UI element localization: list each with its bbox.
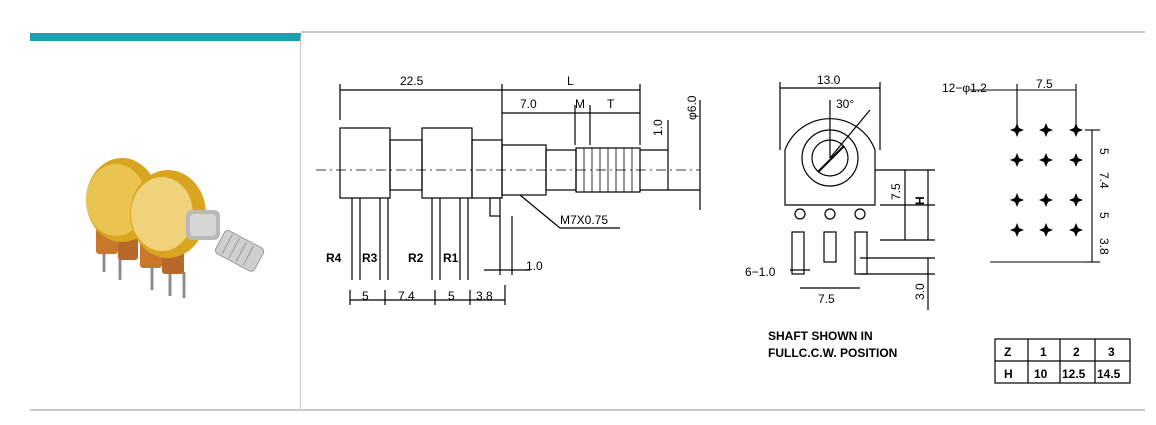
top-rule xyxy=(301,31,1145,33)
row-spacing-1: 5 xyxy=(1097,148,1111,155)
table-row-14-5: 14.5 xyxy=(1097,367,1121,381)
terminal-r1-label: R1 xyxy=(443,251,459,265)
pcb-layout-drawing xyxy=(970,84,1100,263)
height-center-label: 7.5 xyxy=(889,183,903,200)
pcb-hole xyxy=(1039,193,1053,207)
row-spacing-2: 7.4 xyxy=(1097,172,1111,189)
terminal-r4-label: R4 xyxy=(326,251,342,265)
pitch-1-label: 5 xyxy=(362,289,369,303)
front-view-drawing xyxy=(316,84,701,305)
shaft-dia-label: φ6.0 xyxy=(685,95,699,120)
angle-label: 30° xyxy=(836,97,854,111)
caption-line-1: SHAFT SHOWN IN xyxy=(768,329,873,343)
pitch-4-label: 3.8 xyxy=(476,289,493,303)
pcb-hole xyxy=(1039,223,1053,237)
table-header-3: 3 xyxy=(1108,345,1115,359)
pitch-3-label: 5 xyxy=(448,289,455,303)
pcb-hole xyxy=(1069,153,1083,167)
pin-length-label: 3.0 xyxy=(913,283,927,300)
side-view-labels: 13.0 30° 7.5 H 6−1.0 7.5 3.0 SHAFT SHOWN… xyxy=(745,73,927,360)
potentiometer-photo xyxy=(86,158,265,298)
flat-label: 1.0 xyxy=(651,119,665,136)
pcb-hole xyxy=(1010,193,1024,207)
col-spacing-label: 7.5 xyxy=(1036,77,1053,91)
segment-7-label: 7.0 xyxy=(520,97,537,111)
length-label: L xyxy=(567,74,574,88)
pitch-2-label: 7.4 xyxy=(398,289,415,303)
bottom-rule xyxy=(30,409,1145,411)
segment-t-label: T xyxy=(607,97,615,111)
side-view-drawing xyxy=(779,82,935,310)
terminal-r3-label: R3 xyxy=(362,251,378,265)
pcb-hole xyxy=(1010,153,1024,167)
pcb-layout-labels: 12−φ1.2 7.5 5 7.4 5 3.8 xyxy=(942,77,1111,255)
pcb-hole xyxy=(1039,153,1053,167)
pcb-hole xyxy=(1069,223,1083,237)
table-row-h: H xyxy=(1004,367,1013,381)
row-spacing-3: 5 xyxy=(1097,212,1111,219)
pcb-hole xyxy=(1010,123,1024,137)
table-header-1: 1 xyxy=(1040,345,1047,359)
pin-spacing-label: 7.5 xyxy=(818,292,835,306)
pcb-hole xyxy=(1069,193,1083,207)
product-photo-panel xyxy=(30,33,301,410)
tab-offset-label: 1.0 xyxy=(526,259,543,273)
pcb-holes xyxy=(1010,123,1083,237)
pin-width-label: 6−1.0 xyxy=(745,265,776,279)
hole-spec-label: 12−φ1.2 xyxy=(942,81,987,95)
pcb-hole xyxy=(1069,123,1083,137)
table-header-2: 2 xyxy=(1073,345,1080,359)
h-table: Z 1 2 3 H 10 12.5 14.5 xyxy=(994,338,1131,384)
thread-label: M7X0.75 xyxy=(560,213,608,227)
pcb-hole xyxy=(1010,223,1024,237)
terminal-r2-label: R2 xyxy=(408,251,424,265)
row-spacing-4: 3.8 xyxy=(1097,238,1111,255)
front-view-labels: 22.5 L 7.0 M T 1.0 φ6.0 M7X0.75 R4 R3 R2… xyxy=(326,74,699,303)
table-header-z: Z xyxy=(1004,345,1011,359)
caption-line-2: FULLC.C.W. POSITION xyxy=(768,346,897,360)
table-row-12-5: 12.5 xyxy=(1062,367,1086,381)
segment-m-label: M xyxy=(575,97,585,111)
side-width-label: 13.0 xyxy=(817,73,841,87)
pcb-hole xyxy=(1039,123,1053,137)
height-h-label: H xyxy=(913,196,927,205)
table-row-10: 10 xyxy=(1034,367,1048,381)
overall-width-label: 22.5 xyxy=(400,74,424,88)
